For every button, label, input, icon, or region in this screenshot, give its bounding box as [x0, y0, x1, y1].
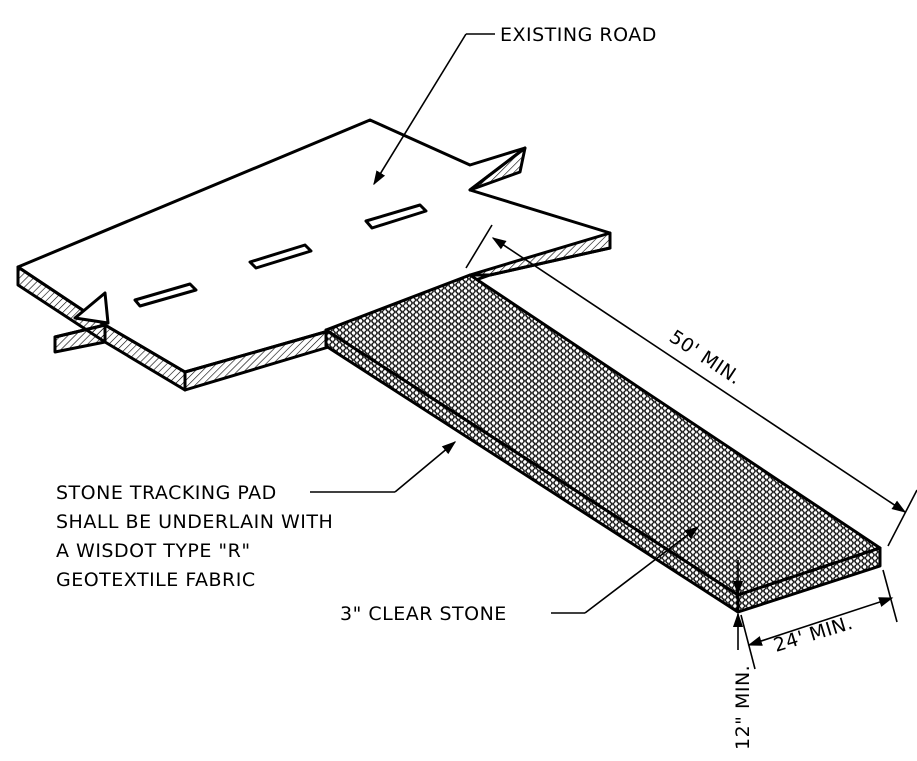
pad-side-front	[736, 546, 882, 614]
pad-note-line-4: GEOTEXTILE FABRIC	[56, 569, 256, 591]
road-side-right	[183, 328, 334, 392]
road-notch-right	[468, 146, 527, 192]
depth-dimension: 12" MIN.	[732, 560, 754, 750]
lane-stripe-2	[248, 243, 313, 270]
pad-note-line-1: STONE TRACKING PAD	[56, 482, 277, 504]
existing-road-label: EXISTING ROAD	[500, 24, 657, 46]
width-dimension-label: 24' MIN.	[771, 612, 856, 657]
pad-note-callout: STONE TRACKING PAD SHALL BE UNDERLAIN WI…	[56, 441, 457, 591]
stone-tracking-pad	[324, 273, 882, 614]
road-notch-left-upper	[73, 291, 110, 325]
lane-stripe-1	[133, 282, 198, 308]
road-side-front	[103, 323, 187, 392]
pad-note-line-2: SHALL BE UNDERLAIN WITH	[56, 511, 333, 533]
clear-stone-label: 3" CLEAR STONE	[340, 603, 507, 625]
depth-dimension-label: 12" MIN.	[732, 665, 754, 750]
clear-stone-callout: 3" CLEAR STONE	[340, 526, 700, 625]
existing-road-callout: EXISTING ROAD	[373, 24, 657, 186]
pad-note-line-3: A WISDOT TYPE "R"	[56, 540, 251, 562]
pad-top-surface	[324, 273, 882, 597]
lane-stripe-3	[364, 203, 428, 230]
road-notch-left	[53, 323, 107, 354]
